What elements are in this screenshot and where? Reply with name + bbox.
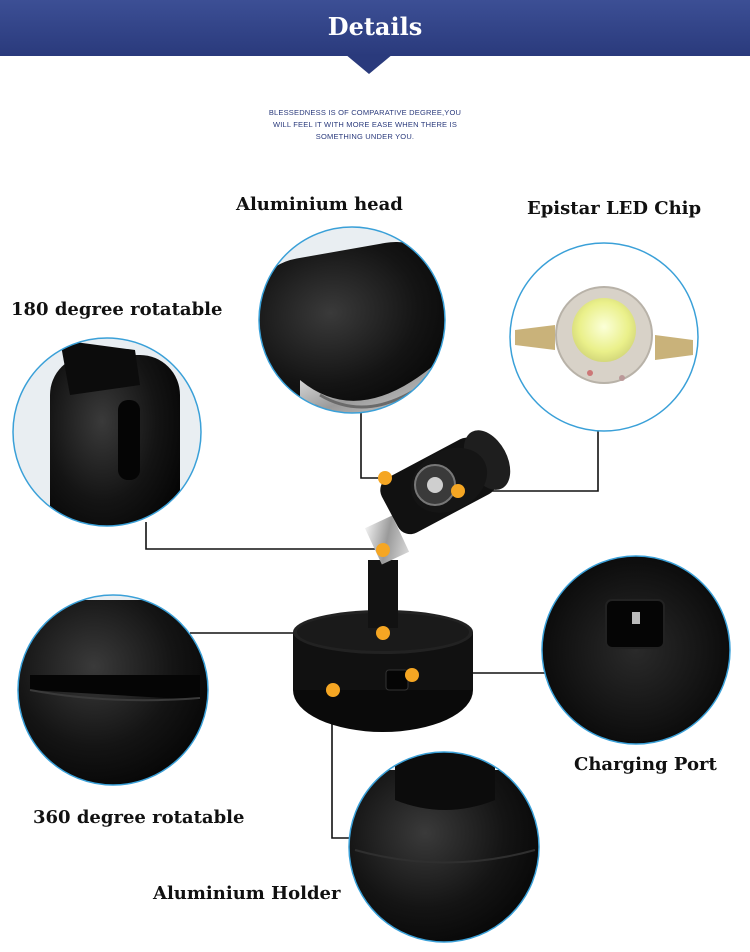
label-charging-port: Charging Port <box>574 754 717 775</box>
label-aluminium-head: Aluminium head <box>236 194 403 215</box>
connector-holder <box>331 690 350 839</box>
marker-port <box>405 668 419 682</box>
marker-360 <box>376 626 390 640</box>
markers <box>326 471 465 697</box>
marker-head <box>378 471 392 485</box>
marker-chip <box>451 484 465 498</box>
label-360-rotatable: 360 degree rotatable <box>33 807 245 828</box>
detail-aluminium-head <box>258 226 446 414</box>
detail-charging-port <box>541 555 731 745</box>
label-epistar-chip: Epistar LED Chip <box>527 198 702 219</box>
detail-aluminium-holder <box>348 751 540 943</box>
connector-180 <box>145 522 383 550</box>
detail-180-rotatable <box>12 337 202 527</box>
page-title: Details <box>327 12 423 41</box>
detail-epistar-chip <box>509 242 699 432</box>
tagline-line-1: BLESSEDNESS IS OF COMPARATIVE DEGREE,YOU <box>268 108 462 117</box>
tagline-line-3: SOMETHING UNDER YOU. <box>315 132 415 141</box>
label-aluminium-holder: Aluminium Holder <box>153 883 341 904</box>
header-notch <box>345 54 393 74</box>
product-lamp <box>293 430 511 732</box>
tagline-line-2: WILL FEEL IT WITH MORE EASE WHEN THERE I… <box>272 120 458 129</box>
tagline: BLESSEDNESS IS OF COMPARATIVE DEGREE,YOU… <box>240 107 490 143</box>
label-180-rotatable: 180 degree rotatable <box>11 299 223 320</box>
connector-chip <box>458 430 599 492</box>
marker-180 <box>376 543 390 557</box>
marker-holder <box>326 683 340 697</box>
header-banner <box>0 0 750 56</box>
connector-head <box>360 412 385 479</box>
detail-360-rotatable <box>17 594 209 786</box>
